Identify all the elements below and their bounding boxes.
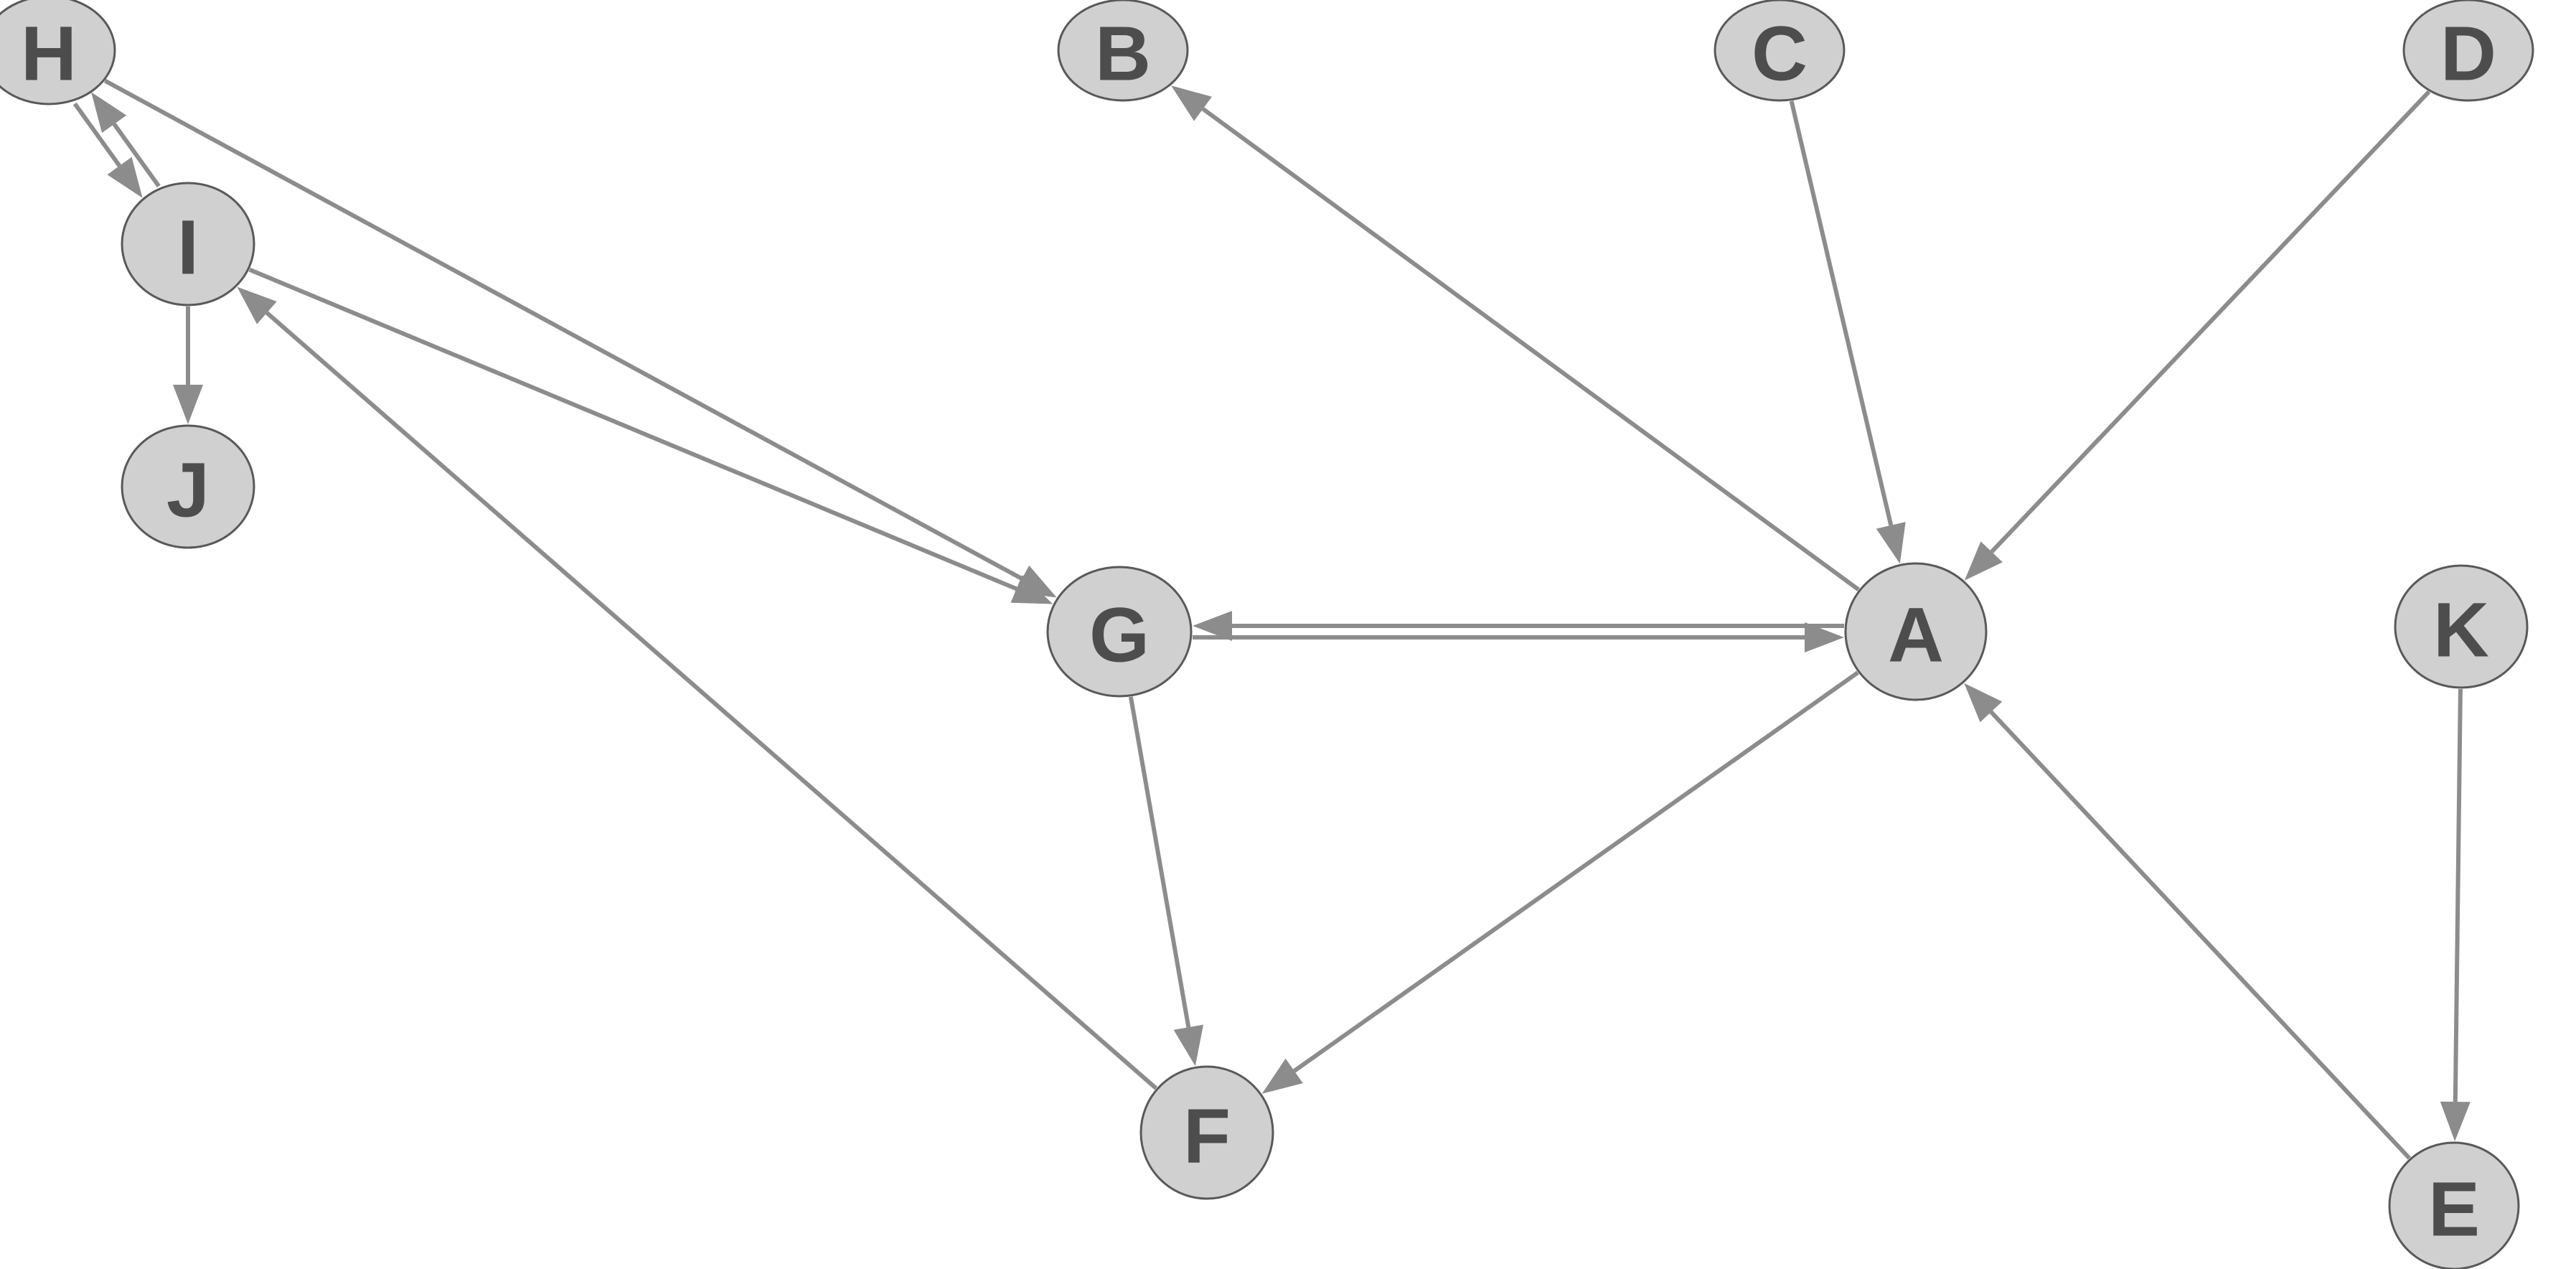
- graph-edge-e-to-a[interactable]: [1964, 683, 2412, 1160]
- graph-node-k[interactable]: K: [2394, 564, 2529, 689]
- node-shape: [1714, 0, 1846, 102]
- node-label: C: [1752, 10, 1808, 97]
- arrowhead-icon: [237, 286, 277, 324]
- edge-line: [112, 123, 161, 188]
- edge-line: [2453, 688, 2463, 1102]
- graph-edge-i-to-g[interactable]: [248, 267, 1053, 604]
- edge-line: [1990, 90, 2431, 553]
- graph-edge-c-to-a[interactable]: [1789, 100, 1906, 564]
- graph-edge-g-to-a[interactable]: [1193, 622, 1844, 652]
- graph-node-i[interactable]: I: [121, 182, 255, 306]
- arrowhead-icon: [1876, 522, 1906, 564]
- graph-edge-d-to-a[interactable]: [1964, 90, 2431, 581]
- node-shape: [121, 182, 255, 306]
- node-shape: [1844, 562, 1988, 701]
- graph-edge-i-to-j[interactable]: [173, 306, 203, 424]
- edge-line: [265, 311, 1158, 1090]
- node-shape: [2394, 564, 2529, 689]
- graph-edge-h-to-i[interactable]: [72, 102, 143, 198]
- edge-line: [103, 78, 1023, 581]
- edges-layer: [72, 78, 2471, 1160]
- graph-node-g[interactable]: G: [1046, 566, 1193, 698]
- graph-node-j[interactable]: J: [121, 424, 255, 549]
- graph-edge-f-to-i[interactable]: [237, 286, 1158, 1090]
- node-label: H: [21, 10, 77, 97]
- node-label: F: [1183, 1092, 1231, 1179]
- node-label: E: [2428, 1166, 2480, 1252]
- node-label: K: [2433, 586, 2489, 673]
- edge-line: [1789, 100, 1894, 526]
- node-shape: [1139, 1065, 1274, 1200]
- node-label: J: [166, 446, 210, 533]
- graph-node-c[interactable]: C: [1714, 0, 1846, 102]
- graph-node-a[interactable]: A: [1844, 562, 1988, 701]
- graph-edge-h-to-g[interactable]: [103, 78, 1057, 598]
- edge-line: [1201, 107, 1860, 591]
- arrowhead-icon: [1010, 574, 1053, 604]
- arrowhead-icon: [1193, 611, 1232, 641]
- graph-edge-i-to-h[interactable]: [91, 92, 161, 188]
- node-shape: [2388, 1141, 2520, 1269]
- graph-edge-a-to-f[interactable]: [1261, 670, 1859, 1094]
- node-shape: [0, 0, 116, 106]
- graph-edge-k-to-e[interactable]: [2440, 688, 2471, 1142]
- graph-edge-g-to-f[interactable]: [1128, 696, 1204, 1067]
- arrowhead-icon: [1964, 683, 2003, 723]
- node-label: G: [1089, 591, 1150, 678]
- arrowhead-icon: [1261, 1058, 1303, 1094]
- graph-node-f[interactable]: F: [1139, 1065, 1274, 1200]
- graph-node-e[interactable]: E: [2388, 1141, 2520, 1269]
- node-label: B: [1095, 10, 1151, 97]
- graph-node-d[interactable]: D: [2402, 0, 2534, 102]
- edge-line: [1989, 710, 2412, 1160]
- edge-line: [1292, 670, 1859, 1073]
- arrowhead-icon: [91, 92, 127, 134]
- node-shape: [1057, 0, 1189, 102]
- node-shape: [2402, 0, 2534, 102]
- arrowhead-icon: [1173, 1024, 1204, 1067]
- graph-node-b[interactable]: B: [1057, 0, 1189, 102]
- graph-node-h[interactable]: H: [0, 0, 116, 106]
- edge-line: [248, 267, 1017, 591]
- arrowhead-icon: [1805, 622, 1844, 652]
- edge-line: [72, 102, 121, 167]
- graph-edge-a-to-g[interactable]: [1193, 611, 1844, 641]
- graph-edge-a-to-b[interactable]: [1171, 85, 1860, 591]
- node-label: I: [177, 204, 199, 291]
- edge-line: [1128, 696, 1191, 1028]
- node-shape: [1046, 566, 1193, 698]
- node-label: D: [2440, 10, 2496, 97]
- arrowhead-icon: [2440, 1101, 2471, 1142]
- arrowhead-icon: [107, 156, 143, 198]
- node-shape: [121, 424, 255, 549]
- arrowhead-icon: [1171, 85, 1212, 121]
- arrowhead-icon: [1964, 541, 2003, 581]
- arrowhead-icon: [173, 385, 203, 424]
- node-label: A: [1888, 591, 1944, 678]
